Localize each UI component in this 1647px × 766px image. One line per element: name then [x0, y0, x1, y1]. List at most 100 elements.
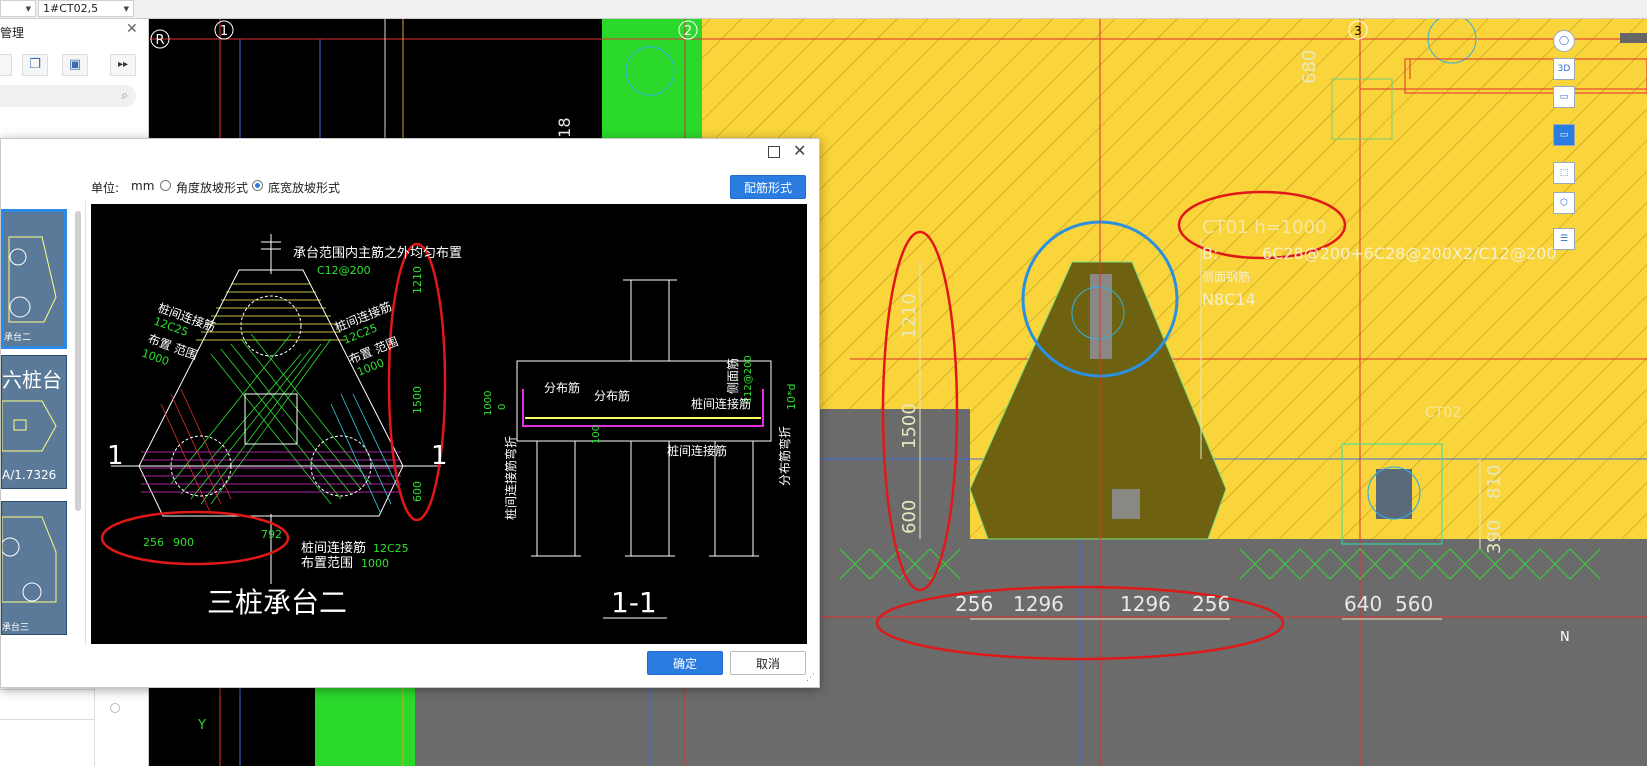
pile-cap-preview: 承台范围内主筋之外均匀布置 C12@200 桩间连接筋 12C25 布置 范围 … [91, 204, 807, 644]
thumbnail-caption: 承台二 [4, 333, 32, 343]
preview-text: 桩间连接筋 [691, 396, 751, 411]
radio-angle-slope-label[interactable]: 角度放坡形式 [176, 181, 249, 195]
floor-combo[interactable]: ▼ [0, 0, 36, 17]
preview-text: 1500 [411, 386, 424, 414]
chevron-down-icon: ▼ [25, 5, 31, 13]
more-button[interactable]: ▸▸ [110, 54, 136, 76]
preview-text: C12@200 [317, 264, 371, 277]
component-settings-button[interactable]: ▣ [62, 54, 88, 76]
dim-label: 810 [1484, 465, 1505, 499]
divider [0, 719, 94, 720]
thumbnail-item[interactable]: 六桩台 A/1.7326 [1, 355, 67, 489]
dim-label: 1210 [899, 293, 920, 339]
preview-text: 600 [411, 481, 424, 502]
new-component-button[interactable] [0, 54, 12, 76]
dim-label: 1296 [1013, 592, 1064, 616]
preview-drawing: 承台范围内主筋之外均匀布置 C12@200 桩间连接筋 12C25 布置 范围 … [100, 234, 798, 619]
maximize-icon[interactable] [768, 146, 780, 158]
radio-angle-slope[interactable] [160, 180, 171, 191]
tool-select-icon[interactable]: ⬚ [1553, 162, 1575, 184]
search-input[interactable]: ⌕ [0, 85, 136, 107]
preview-text: 12C25 [373, 542, 409, 555]
preview-text: 1 [431, 441, 448, 471]
status-dot [110, 703, 120, 713]
component-combo[interactable]: 1#CT02,5 ▼ [38, 0, 134, 17]
axis-label: 1 [220, 24, 228, 39]
preview-text: C12@200 [743, 355, 754, 404]
ct-label: CT01 h=1000 [1202, 217, 1327, 238]
tool-3d-icon[interactable]: 3D [1553, 58, 1575, 80]
rebar-form-button[interactable]: 配筋形式 [730, 175, 806, 199]
dim-label: 640 [1344, 592, 1382, 616]
preview-text: 承台范围内主筋之外均匀布置 [293, 245, 462, 261]
dim-label: 256 [1192, 592, 1230, 616]
thumbnail-drawing [2, 516, 57, 603]
preview-text: 10*d [785, 384, 798, 410]
scrollbar[interactable] [75, 211, 81, 511]
preview-text: 100 [591, 425, 602, 444]
dim-label: 1296 [1120, 592, 1171, 616]
thumbnail-drawing [2, 400, 57, 452]
preview-text: 布置范围 [301, 556, 353, 571]
dim-label: 1500 [899, 403, 920, 449]
panel-title: 管理 [0, 26, 25, 40]
thumbnail-list: 承台二 六桩台 A/1.7326 承台三 [1, 201, 86, 645]
axis-label: 3 [1354, 24, 1362, 38]
preview-text: 1 [107, 441, 124, 471]
divider [94, 659, 95, 766]
thumbnail-item[interactable]: 承台二 [1, 209, 67, 349]
preview-text: 1000 [361, 557, 389, 570]
preview-text: 1000 [483, 391, 494, 416]
unit-label: 单位: [91, 181, 120, 195]
dim-label: 390 [1484, 520, 1505, 554]
preview-text: 900 [173, 536, 194, 549]
preview-section-title: 1-1 [611, 586, 657, 619]
resize-grip-icon[interactable]: ⋰ [806, 673, 815, 683]
tool-cube-icon[interactable]: ⬡ [1553, 192, 1575, 214]
preview-text: 分布筋弯折 [777, 426, 792, 486]
dim-label: 600 [899, 500, 920, 534]
dim-label: N [1560, 630, 1570, 645]
close-icon[interactable]: ✕ [793, 141, 807, 160]
axis-label: R [155, 33, 164, 48]
dim-label: 680 [1299, 50, 1320, 84]
divider [0, 689, 94, 690]
search-icon: ⌕ [121, 88, 128, 102]
axis-label: 2 [684, 24, 692, 39]
chevron-down-icon: ▼ [123, 5, 129, 13]
preview-text: 792 [261, 528, 282, 541]
dim-label: 560 [1395, 592, 1433, 616]
rebar-label: 侧面钢筋 [1202, 269, 1250, 284]
radio-width-slope[interactable] [252, 180, 263, 191]
copy-component-button[interactable]: ❐ [22, 54, 48, 76]
rebar-label: B: [1202, 244, 1218, 263]
tool-layer-icon[interactable]: ▭ [1553, 124, 1575, 146]
preview-text: 桩间连接筋 [667, 443, 727, 458]
preview-text: 桩间连接筋弯折 [503, 436, 518, 520]
thumbnail-item[interactable]: 承台三 [1, 501, 67, 635]
preview-text: 分布筋 [544, 380, 580, 395]
preview-text: 256 [143, 536, 164, 549]
tool-orbit-icon[interactable]: ◯ [1553, 30, 1575, 52]
component-combo-value: 1#CT02,5 [43, 2, 99, 15]
preview-text: 侧面筋 [725, 358, 740, 394]
tool-list-icon[interactable]: ☰ [1553, 228, 1575, 250]
cad-drawing: R 1 2 3 Y 1210 [150, 19, 1647, 766]
ct-label: CT02 [1425, 405, 1461, 421]
dim-label: 256 [955, 592, 993, 616]
preview-text: 分布筋 [594, 388, 630, 403]
preview-text: 1210 [411, 266, 424, 294]
preview-title: 三桩承台二 [207, 586, 347, 619]
axis-label: Y [197, 718, 206, 733]
close-icon[interactable]: ✕ [126, 21, 138, 37]
radio-width-slope-label[interactable]: 底宽放坡形式 [268, 181, 341, 195]
thumbnail-drawing [8, 236, 57, 323]
preview-text: 0 [497, 404, 508, 410]
cancel-button[interactable]: 取消 [730, 651, 806, 675]
thumbnail-caption: 六桩台 [2, 368, 62, 392]
thumbnail-caption: 承台三 [2, 623, 30, 633]
rebar-label: N8C14 [1202, 290, 1256, 309]
rebar-label: 6C28@200+6C28@200X2/C12@200 [1262, 244, 1557, 263]
ok-button[interactable]: 确定 [647, 651, 723, 675]
tool-view-icon[interactable]: ▭ [1553, 86, 1575, 108]
